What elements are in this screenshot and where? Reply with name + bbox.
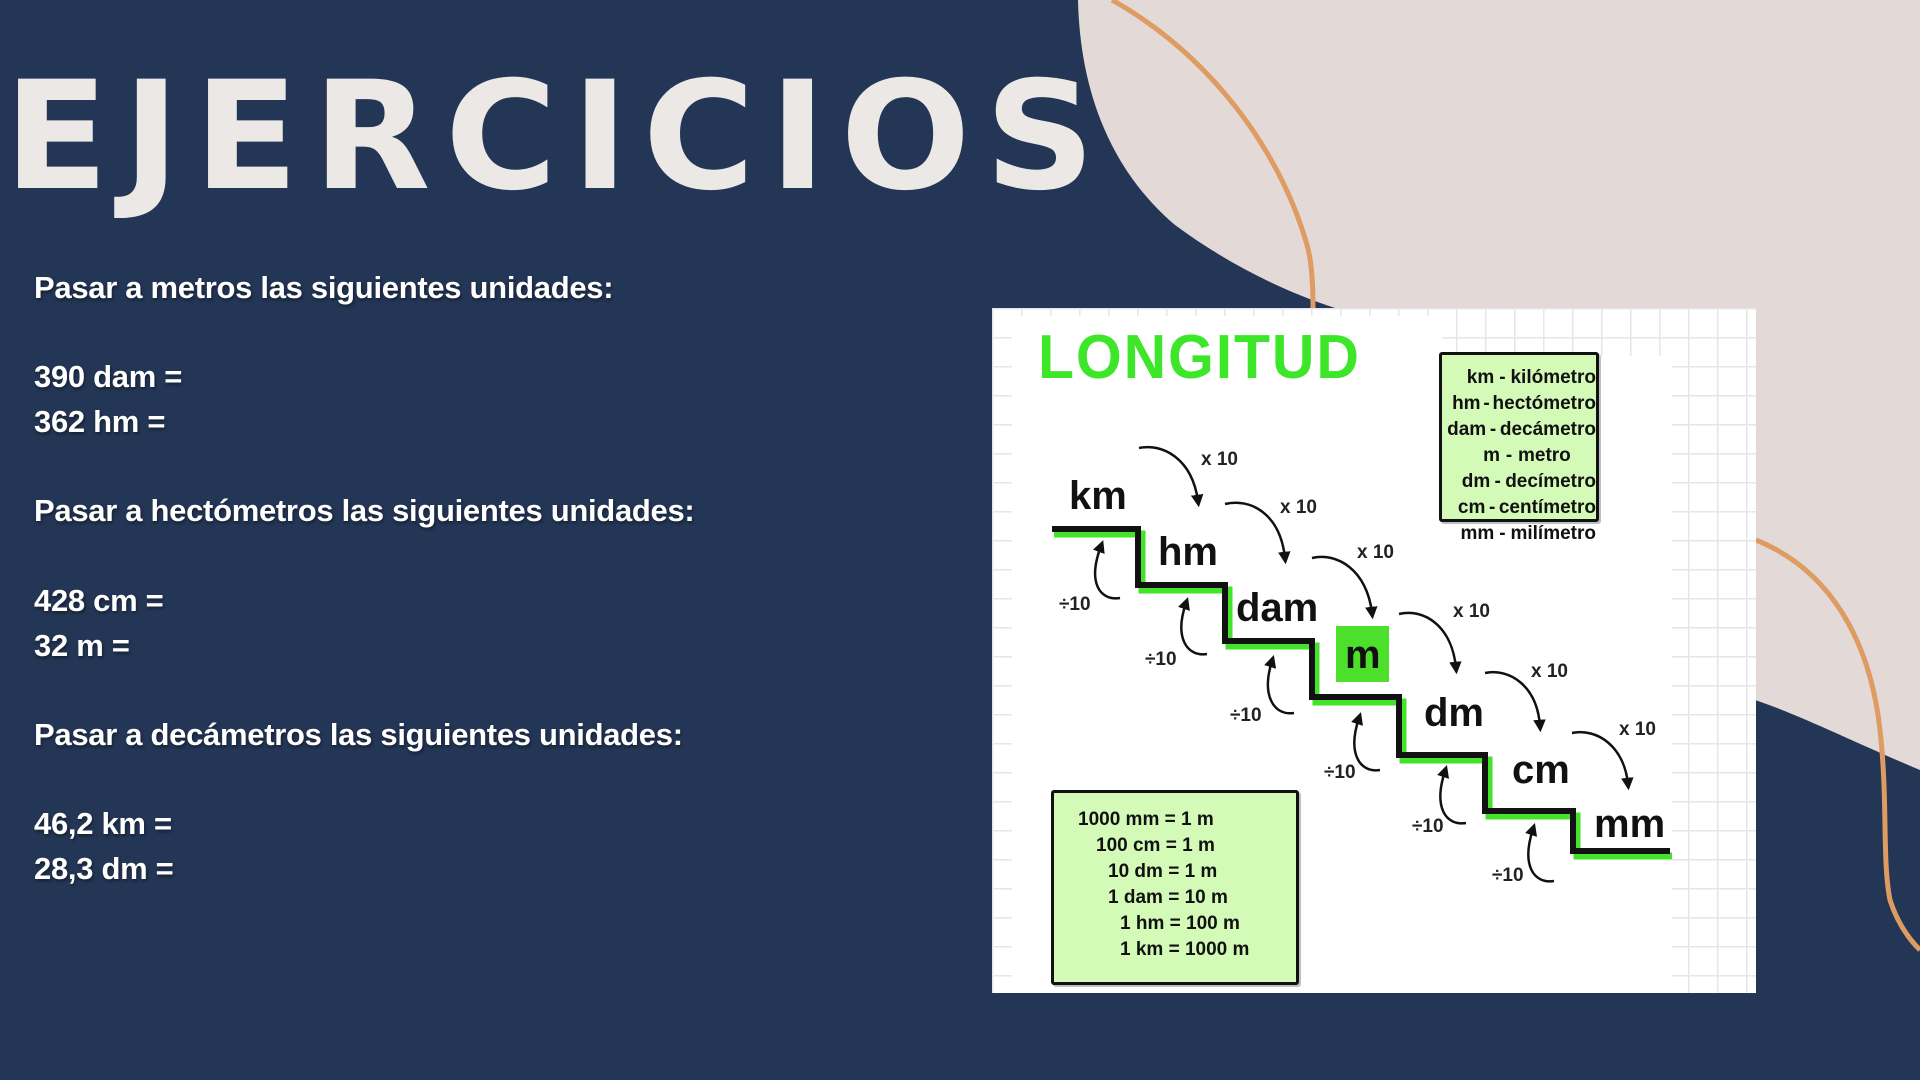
legend-row: dm - decímetro [1461, 471, 1596, 492]
multiply-label: x 10 [1201, 449, 1238, 470]
longitud-infographic: LONGITUD km - kilómetro hm - hectómetro … [992, 308, 1756, 993]
exercise-item: 362 hm = [34, 404, 166, 440]
multiply-label: x 10 [1357, 542, 1394, 563]
orange-curve-top [1110, 0, 1316, 309]
divide-label: ÷10 [1412, 816, 1444, 837]
slide-title: EJERCICIOS [4, 50, 1110, 224]
multiply-label: x 10 [1280, 497, 1317, 518]
legend-row: km - kilómetro [1466, 367, 1596, 388]
staircase-green-shadow [1054, 530, 1672, 860]
stair-unit-hm: hm [1158, 530, 1218, 574]
multiply-arrows [1138, 445, 1634, 791]
divide-arrows [1092, 540, 1555, 883]
section-heading-metros: Pasar a metros las siguientes unidades: [34, 270, 614, 305]
equivalence-row: 100 cm = 1 m [1096, 835, 1215, 856]
stair-unit-cm: cm [1512, 748, 1570, 792]
legend-row: dam - decámetro [1447, 419, 1596, 440]
multiply-label: x 10 [1619, 719, 1656, 740]
multiply-label: x 10 [1531, 661, 1568, 682]
equivalences-box: 1000 mm = 1 m 100 cm = 1 m 10 dm = 1 m 1… [1051, 790, 1299, 985]
divide-label: ÷10 [1230, 705, 1262, 726]
infographic-title: LONGITUD [1038, 323, 1361, 392]
exercise-item: 32 m = [34, 627, 130, 663]
divide-label: ÷10 [1492, 865, 1524, 886]
stair-unit-mm: mm [1594, 802, 1666, 846]
stair-unit-dm: dm [1424, 691, 1484, 735]
exercise-item: 46,2 km = [34, 806, 172, 842]
legend-row: m - metro [1483, 445, 1571, 466]
exercise-list: Pasar a metros las siguientes unidades: … [34, 266, 695, 892]
divide-label: ÷10 [1059, 594, 1091, 615]
stair-unit-m-highlight [1336, 626, 1389, 682]
stair-unit-km: km [1069, 474, 1127, 518]
exercise-item: 28,3 dm = [34, 850, 174, 886]
staircase-diagram [1052, 445, 1672, 883]
equivalence-row: 10 dm = 1 m [1108, 861, 1218, 882]
legend-row: mm - milímetro [1460, 523, 1596, 544]
section-heading-hectometros: Pasar a hectómetros las siguientes unida… [34, 493, 695, 529]
section-heading-decametros: Pasar a decámetros las siguientes unidad… [34, 716, 683, 752]
legend-row: cm - centímetro [1457, 497, 1596, 518]
equivalence-row: 1 km = 1000 m [1120, 939, 1250, 960]
legend-row: hm - hectómetro [1452, 393, 1596, 414]
equivalence-row: 1000 mm = 1 m [1078, 809, 1214, 830]
divide-label: ÷10 [1324, 762, 1356, 783]
stair-unit-m: m [1345, 633, 1381, 677]
divide-label: ÷10 [1145, 649, 1177, 670]
staircase-black [1052, 526, 1670, 854]
equivalence-row: 1 dam = 10 m [1108, 887, 1228, 908]
equivalence-row: 1 hm = 100 m [1120, 913, 1240, 934]
stair-unit-dam: dam [1236, 586, 1319, 630]
unit-legend-box: km - kilómetro hm - hectómetro dam - dec… [1439, 352, 1599, 544]
multiply-label: x 10 [1453, 601, 1490, 622]
exercise-item: 390 dam = [34, 359, 183, 395]
orange-curve-right [1755, 537, 1920, 952]
exercise-item: 428 cm = [34, 582, 164, 618]
